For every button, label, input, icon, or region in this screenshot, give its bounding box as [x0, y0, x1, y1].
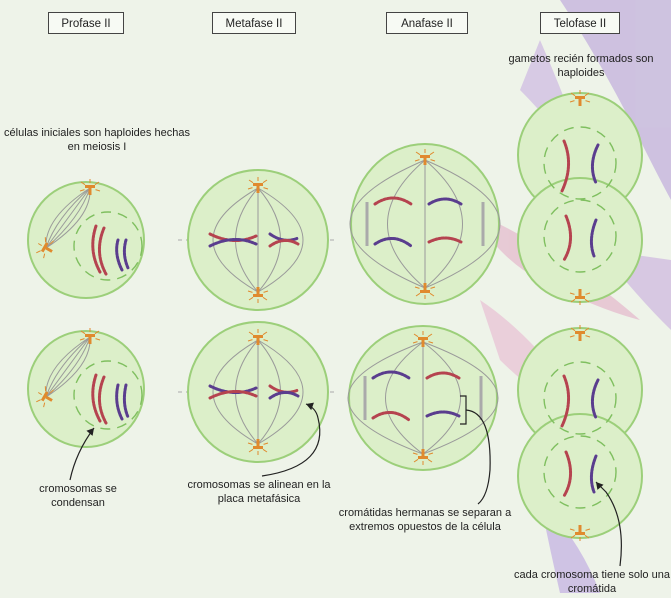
note-initial-cells: células iniciales son haploides hechas e…	[4, 126, 190, 154]
centriole	[422, 340, 425, 347]
header-metafase-ii: Metafase II	[212, 12, 296, 34]
centriole	[257, 439, 260, 446]
centriole	[575, 532, 585, 535]
centriole	[422, 449, 425, 456]
centriole	[420, 290, 430, 293]
note-sister-chromatids: cromátidas hermanas se separan a extremo…	[330, 506, 520, 534]
anafase-cell-top	[350, 144, 500, 304]
note-chromosomes-align: cromosomas se alinean en la placa metafá…	[178, 478, 340, 506]
metafase-cell-bottom	[178, 322, 338, 462]
note-chromosomes-condense: cromosomas se condensan	[22, 482, 134, 510]
header-anafase-ii: Anafase II	[386, 12, 468, 34]
header-telofase-ii: Telofase II	[540, 12, 620, 34]
centriole	[257, 338, 260, 345]
centriole	[257, 287, 260, 294]
centriole	[253, 335, 263, 338]
telofase-cells-top	[518, 90, 642, 305]
centriole	[575, 331, 585, 334]
note-gametes-formed: gametos recién formados son haploides	[500, 52, 662, 80]
metafase-cell-top	[178, 170, 338, 310]
centriole	[579, 99, 582, 106]
telofase-cells-bottom	[518, 325, 642, 541]
centriole	[89, 337, 92, 344]
centriole	[253, 446, 263, 449]
centriole	[257, 186, 260, 193]
centriole	[424, 283, 427, 290]
profase-cell-bottom	[28, 328, 144, 447]
centriole	[579, 334, 582, 341]
header-profase-ii: Profase II	[48, 12, 124, 34]
centriole	[575, 96, 585, 99]
centriole	[253, 183, 263, 186]
centriole	[85, 334, 95, 337]
centriole	[420, 155, 430, 158]
anafase-cell-bottom	[348, 326, 498, 470]
note-single-chromatid: cada cromosoma tiene solo una cromátida	[514, 568, 670, 596]
centriole	[418, 337, 428, 340]
centriole	[579, 289, 582, 296]
profase-cell-top	[28, 179, 144, 298]
centriole	[418, 456, 428, 459]
daughter-cell-membrane	[518, 414, 642, 538]
centriole	[253, 294, 263, 297]
centriole	[85, 185, 95, 188]
centriole	[424, 158, 427, 165]
centriole	[575, 296, 585, 299]
daughter-cell-membrane	[518, 178, 642, 302]
centriole	[89, 188, 92, 195]
centriole	[579, 525, 582, 532]
